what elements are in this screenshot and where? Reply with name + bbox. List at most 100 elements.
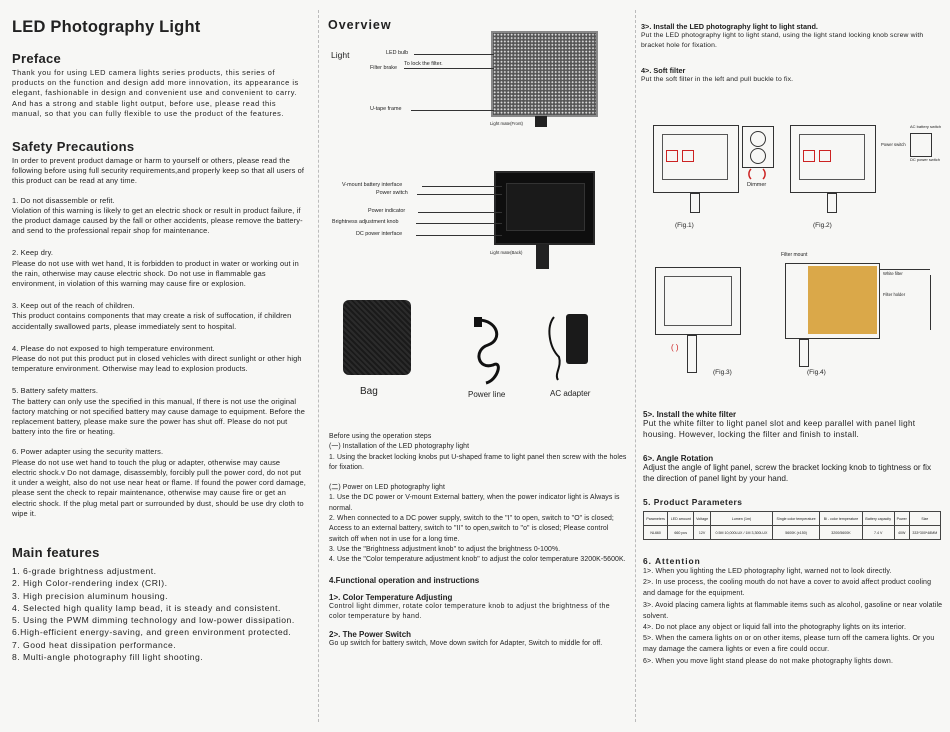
dimmer-label: Dimmer: [747, 182, 767, 188]
fold-divider-1: [318, 10, 319, 722]
install-text: 1. Using the bracket locking knobs put U…: [329, 453, 627, 471]
power-line-label: Power line: [468, 390, 506, 399]
fig4-stand: [799, 339, 809, 367]
soft-filter-title: 4>. Soft filter: [641, 66, 686, 76]
color-temp-text: Control light dimmer, rotate color tempe…: [329, 602, 611, 620]
white-filter-panel: [808, 266, 877, 334]
param-value-cell: 7.4 V: [861, 525, 895, 540]
params-table: Parameters LED amount Voltage Lumen (1m)…: [642, 511, 942, 540]
front-caption: Light mate(Front): [490, 121, 523, 126]
safety-item-title: 3. Keep out of the reach of children.: [12, 301, 135, 311]
lock-filter-label: To lock the filter.: [404, 61, 443, 67]
attention-item: 5>. When the camera lights on or on othe…: [643, 635, 935, 654]
leader-line: [404, 68, 494, 69]
safety-item: 1. Do not disassemble or refit. Violatio…: [12, 196, 306, 237]
safety-item-text: Please do not use with wet hand, It is f…: [12, 258, 299, 289]
power-line: 2. When connected to a DC power supply, …: [329, 515, 614, 543]
leader-line: [416, 235, 502, 236]
angle-title: 6>. Angle Rotation: [643, 454, 714, 463]
angle-text: Adjust the angle of light panel, screw t…: [643, 463, 932, 483]
safety-item-text: Please do not use wet hand to touch the …: [12, 457, 306, 518]
features-heading: Main features: [12, 544, 100, 560]
white-filter-title: 5>. Install the white filter: [643, 410, 737, 419]
safety-item: 6. Power adapter using the security matt…: [12, 447, 306, 518]
leader-line: [411, 110, 494, 111]
right-panel: 3>. Install the LED photography light to…: [635, 0, 950, 732]
feature-item: 3. High precision aluminum housing.: [12, 590, 169, 601]
fig1-label: (Fig.1): [675, 222, 694, 229]
dc-switch-label: DC power switch: [910, 157, 941, 162]
param-header-cell: LED amount: [667, 511, 695, 526]
safety-item: 3. Keep out of the reach of children. Th…: [12, 301, 306, 332]
back-panel-plate: [506, 183, 585, 231]
param-header-cell: Single color temperature: [771, 511, 821, 526]
middle-panel: Overview Light LED bulb Filter brake To …: [318, 0, 635, 732]
params-header-row: Parameters LED amount Voltage Lumen (1m)…: [642, 511, 942, 526]
power-indicator-label: Power indicator: [368, 208, 406, 214]
safety-item: 4. Please do not exposed to high tempera…: [12, 344, 306, 375]
white-filter-text: Put the white filter to light panel slot…: [643, 419, 916, 439]
color-temp-title: 1>. Color Temperature Adjusting: [329, 592, 453, 602]
param-value-cell: 660 pcs: [667, 525, 695, 540]
power-switch-label: Power switch: [376, 190, 408, 196]
install-stand-title: 3>. Install the LED photography light to…: [641, 22, 818, 31]
param-header-cell: Power: [893, 511, 910, 526]
overview-heading: Overview: [328, 18, 392, 32]
fig2-red-mark: [819, 150, 831, 162]
preface-heading: Preface: [12, 51, 62, 66]
param-header-cell: Size: [908, 511, 942, 526]
fig1-red-mark: [682, 150, 694, 162]
feature-item: 4. Selected high quality lamp bead, it i…: [12, 602, 281, 613]
feature-item: 6.High-efficient energy-saving, and gree…: [12, 627, 292, 638]
fig3-label: (Fig.3): [713, 369, 732, 376]
steps-heading: Before using the operation steps: [329, 433, 432, 440]
light-front-mount: [535, 116, 547, 127]
fold-divider-2: [635, 10, 636, 722]
fig1-stand: [690, 193, 700, 213]
fig1-drawing: [653, 125, 739, 193]
safety-item-title: 1. Do not disassemble or refit.: [12, 195, 115, 205]
fig2-label: (Fig.2): [813, 222, 832, 229]
fig2-stand: [827, 193, 837, 213]
knob-icon: [750, 148, 766, 164]
fig3-inner-panel: [664, 276, 732, 326]
power-line-image: [474, 317, 500, 385]
safety-item-title: 5. Battery safety matters.: [12, 386, 99, 396]
vmount-label: V-mount battery interface: [342, 182, 403, 188]
attention-item: 4>. Do not place any object or liquid fa…: [643, 624, 907, 632]
leader-line: [422, 186, 502, 187]
fig4-label: (Fig.4): [807, 369, 826, 376]
feature-item: 5. Using the PWM dimming technology and …: [12, 615, 295, 626]
power-switch-title: 2>. The Power Switch: [329, 630, 412, 640]
feature-item: 7. Good heat dissipation performance.: [12, 639, 177, 650]
light-back-image: [494, 171, 595, 245]
feature-item: 8. Multi-angle photography fill light sh…: [12, 651, 204, 662]
attention-item: 1>. When you lighting the LED photograph…: [643, 568, 892, 575]
operation-steps: Before using the operation steps (一) Ins…: [329, 432, 629, 649]
dimmer-arrow-icon: [748, 168, 766, 180]
safety-item-title: 2. Keep dry.: [12, 248, 54, 258]
param-header-cell: Bi - color temperature: [819, 511, 863, 526]
fig1-red-mark: [666, 150, 678, 162]
safety-item-text: The battery can only use the specified i…: [12, 396, 306, 437]
bag-label: Bag: [360, 386, 378, 397]
leader-line: [417, 194, 502, 195]
install-title: (一) Installation of the LED photography …: [329, 443, 470, 451]
light-front-image: [491, 31, 598, 117]
leader-line: [416, 223, 502, 224]
safety-intro: In order to prevent product damage or ha…: [12, 156, 305, 186]
param-value-cell: 0.5M 10,000LUX / 1M 3,300LUX: [710, 525, 773, 540]
fig3-red-arrow-icon: ( ): [671, 343, 679, 352]
filter-mount-label: Filter mount: [781, 252, 808, 258]
param-value-cell: 12V: [693, 525, 712, 540]
bag-image: [343, 300, 411, 375]
safety-heading: Safety Precautions: [12, 139, 135, 155]
fig2-red-mark: [803, 150, 815, 162]
switch-box: [910, 133, 932, 157]
led-bulb-label: LED bulb: [386, 50, 409, 56]
preface-text: Thank you for using LED camera lights se…: [12, 68, 299, 118]
param-value-cell: 3200/5600K: [819, 525, 863, 540]
fig4-side-rail: [880, 269, 930, 272]
light-back-mount: [536, 244, 549, 269]
dc-interface-label: DC power interface: [356, 231, 403, 237]
